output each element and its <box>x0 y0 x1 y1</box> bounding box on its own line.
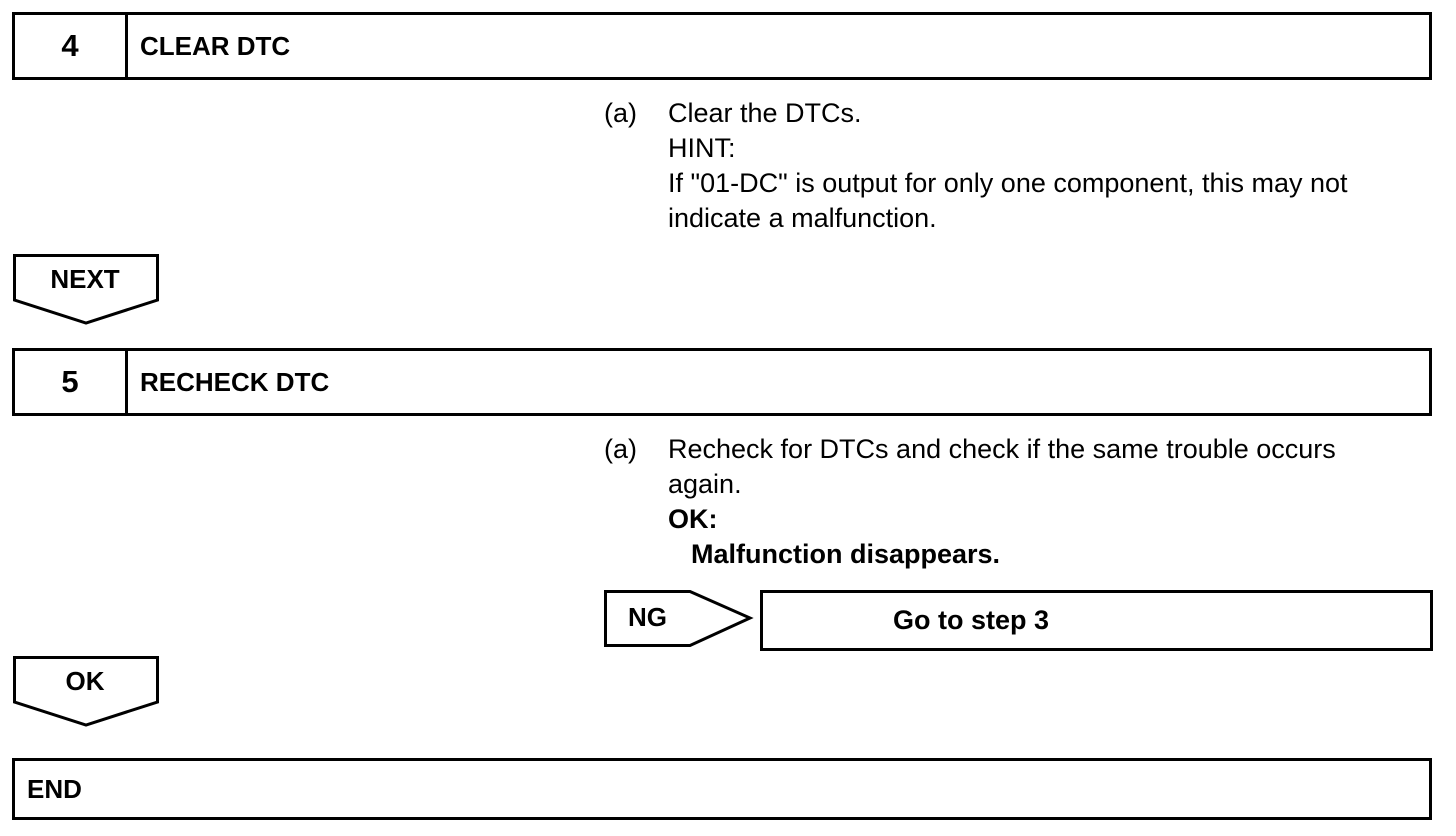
ok-result: Malfunction disappears. <box>691 539 1001 569</box>
next-arrow-tag: NEXT <box>13 254 159 326</box>
go-to-step-box: Go to step 3 <box>760 590 1433 651</box>
down-arrow-icon <box>13 254 159 325</box>
instruction-text: Clear the DTCs. <box>668 98 862 128</box>
step-number: 5 <box>15 351 128 413</box>
item-marker: (a) <box>604 434 637 464</box>
hint-line: indicate a malfunction. <box>668 203 937 233</box>
ok-label: OK <box>65 666 105 696</box>
hint-line: If "01-DC" is output for only one compon… <box>668 168 1348 198</box>
next-label: NEXT <box>50 264 120 294</box>
item-marker: (a) <box>604 98 637 128</box>
end-box: END <box>12 758 1432 820</box>
instruction-line: Recheck for DTCs and check if the same t… <box>668 434 1336 464</box>
step-5-header: 5 RECHECK DTC <box>12 348 1432 416</box>
step-title: CLEAR DTC <box>140 30 291 61</box>
right-arrow-icon <box>604 590 754 647</box>
instruction-line: again. <box>668 469 742 499</box>
ng-label: NG <box>628 602 667 632</box>
ok-arrow-tag: OK <box>13 656 159 728</box>
step-4-header: 4 CLEAR DTC <box>12 12 1432 80</box>
step-title: RECHECK DTC <box>140 366 330 397</box>
step-number: 4 <box>15 15 128 77</box>
step-5-instructions: (a) Recheck for DTCs and check if the sa… <box>604 432 1434 572</box>
hint-label: HINT: <box>668 133 736 163</box>
step-4-instructions: (a) Clear the DTCs. HINT: If "01-DC" is … <box>604 96 1434 236</box>
ok-label: OK: <box>668 504 718 534</box>
ng-arrow-tag: NG <box>604 590 754 648</box>
down-arrow-icon <box>13 656 159 727</box>
